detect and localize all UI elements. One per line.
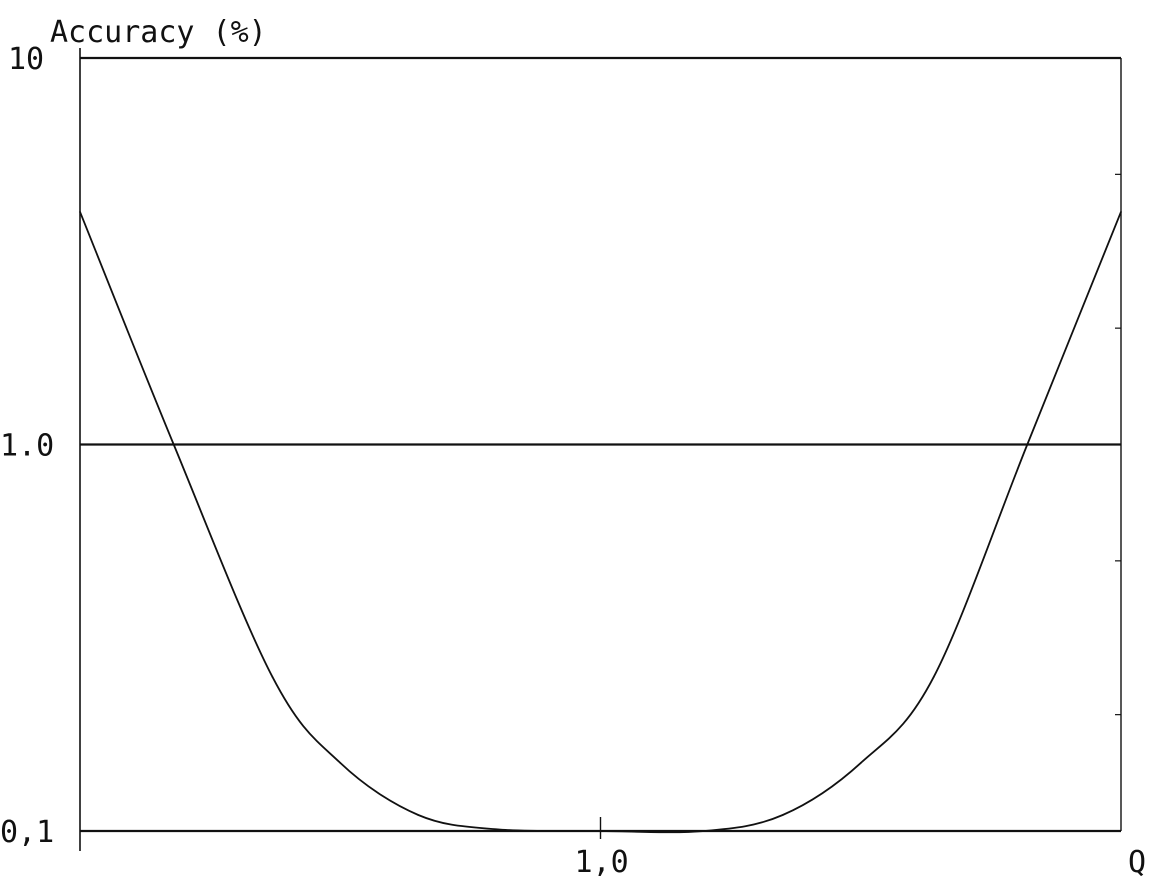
series-point-0-8 — [781, 814, 784, 816]
series-point-0-11 — [1026, 443, 1029, 446]
series-point-0-9 — [859, 762, 862, 764]
labels-layer: Accuracy (%) Q 1,0 10 1.0 0,1 — [0, 15, 1146, 880]
series-point-0-0 — [79, 211, 81, 213]
series-point-0-10 — [932, 676, 935, 678]
axes — [79, 48, 1122, 851]
series-point-0-6 — [599, 830, 602, 832]
series-point-0-12 — [1120, 211, 1122, 213]
y-axis-title: Accuracy (%) — [50, 15, 267, 50]
grid-lines — [80, 56, 1121, 833]
series-layer — [79, 211, 1122, 834]
series-line-0 — [79, 211, 1122, 834]
series-point-0-1 — [172, 443, 175, 446]
series-point-0-4 — [417, 814, 420, 816]
y-tick-label-2: 0,1 — [0, 815, 54, 850]
x-axis-title: Q — [1128, 845, 1146, 880]
series-point-0-2 — [271, 676, 274, 678]
series-point-0-3 — [339, 762, 342, 764]
x-tick-label-0: 1,0 — [575, 845, 629, 880]
series-point-0-5 — [495, 828, 498, 831]
series-point-0-7 — [703, 830, 706, 832]
y-tick-label-0: 10 — [8, 42, 44, 77]
y-tick-label-1: 1.0 — [0, 429, 54, 464]
